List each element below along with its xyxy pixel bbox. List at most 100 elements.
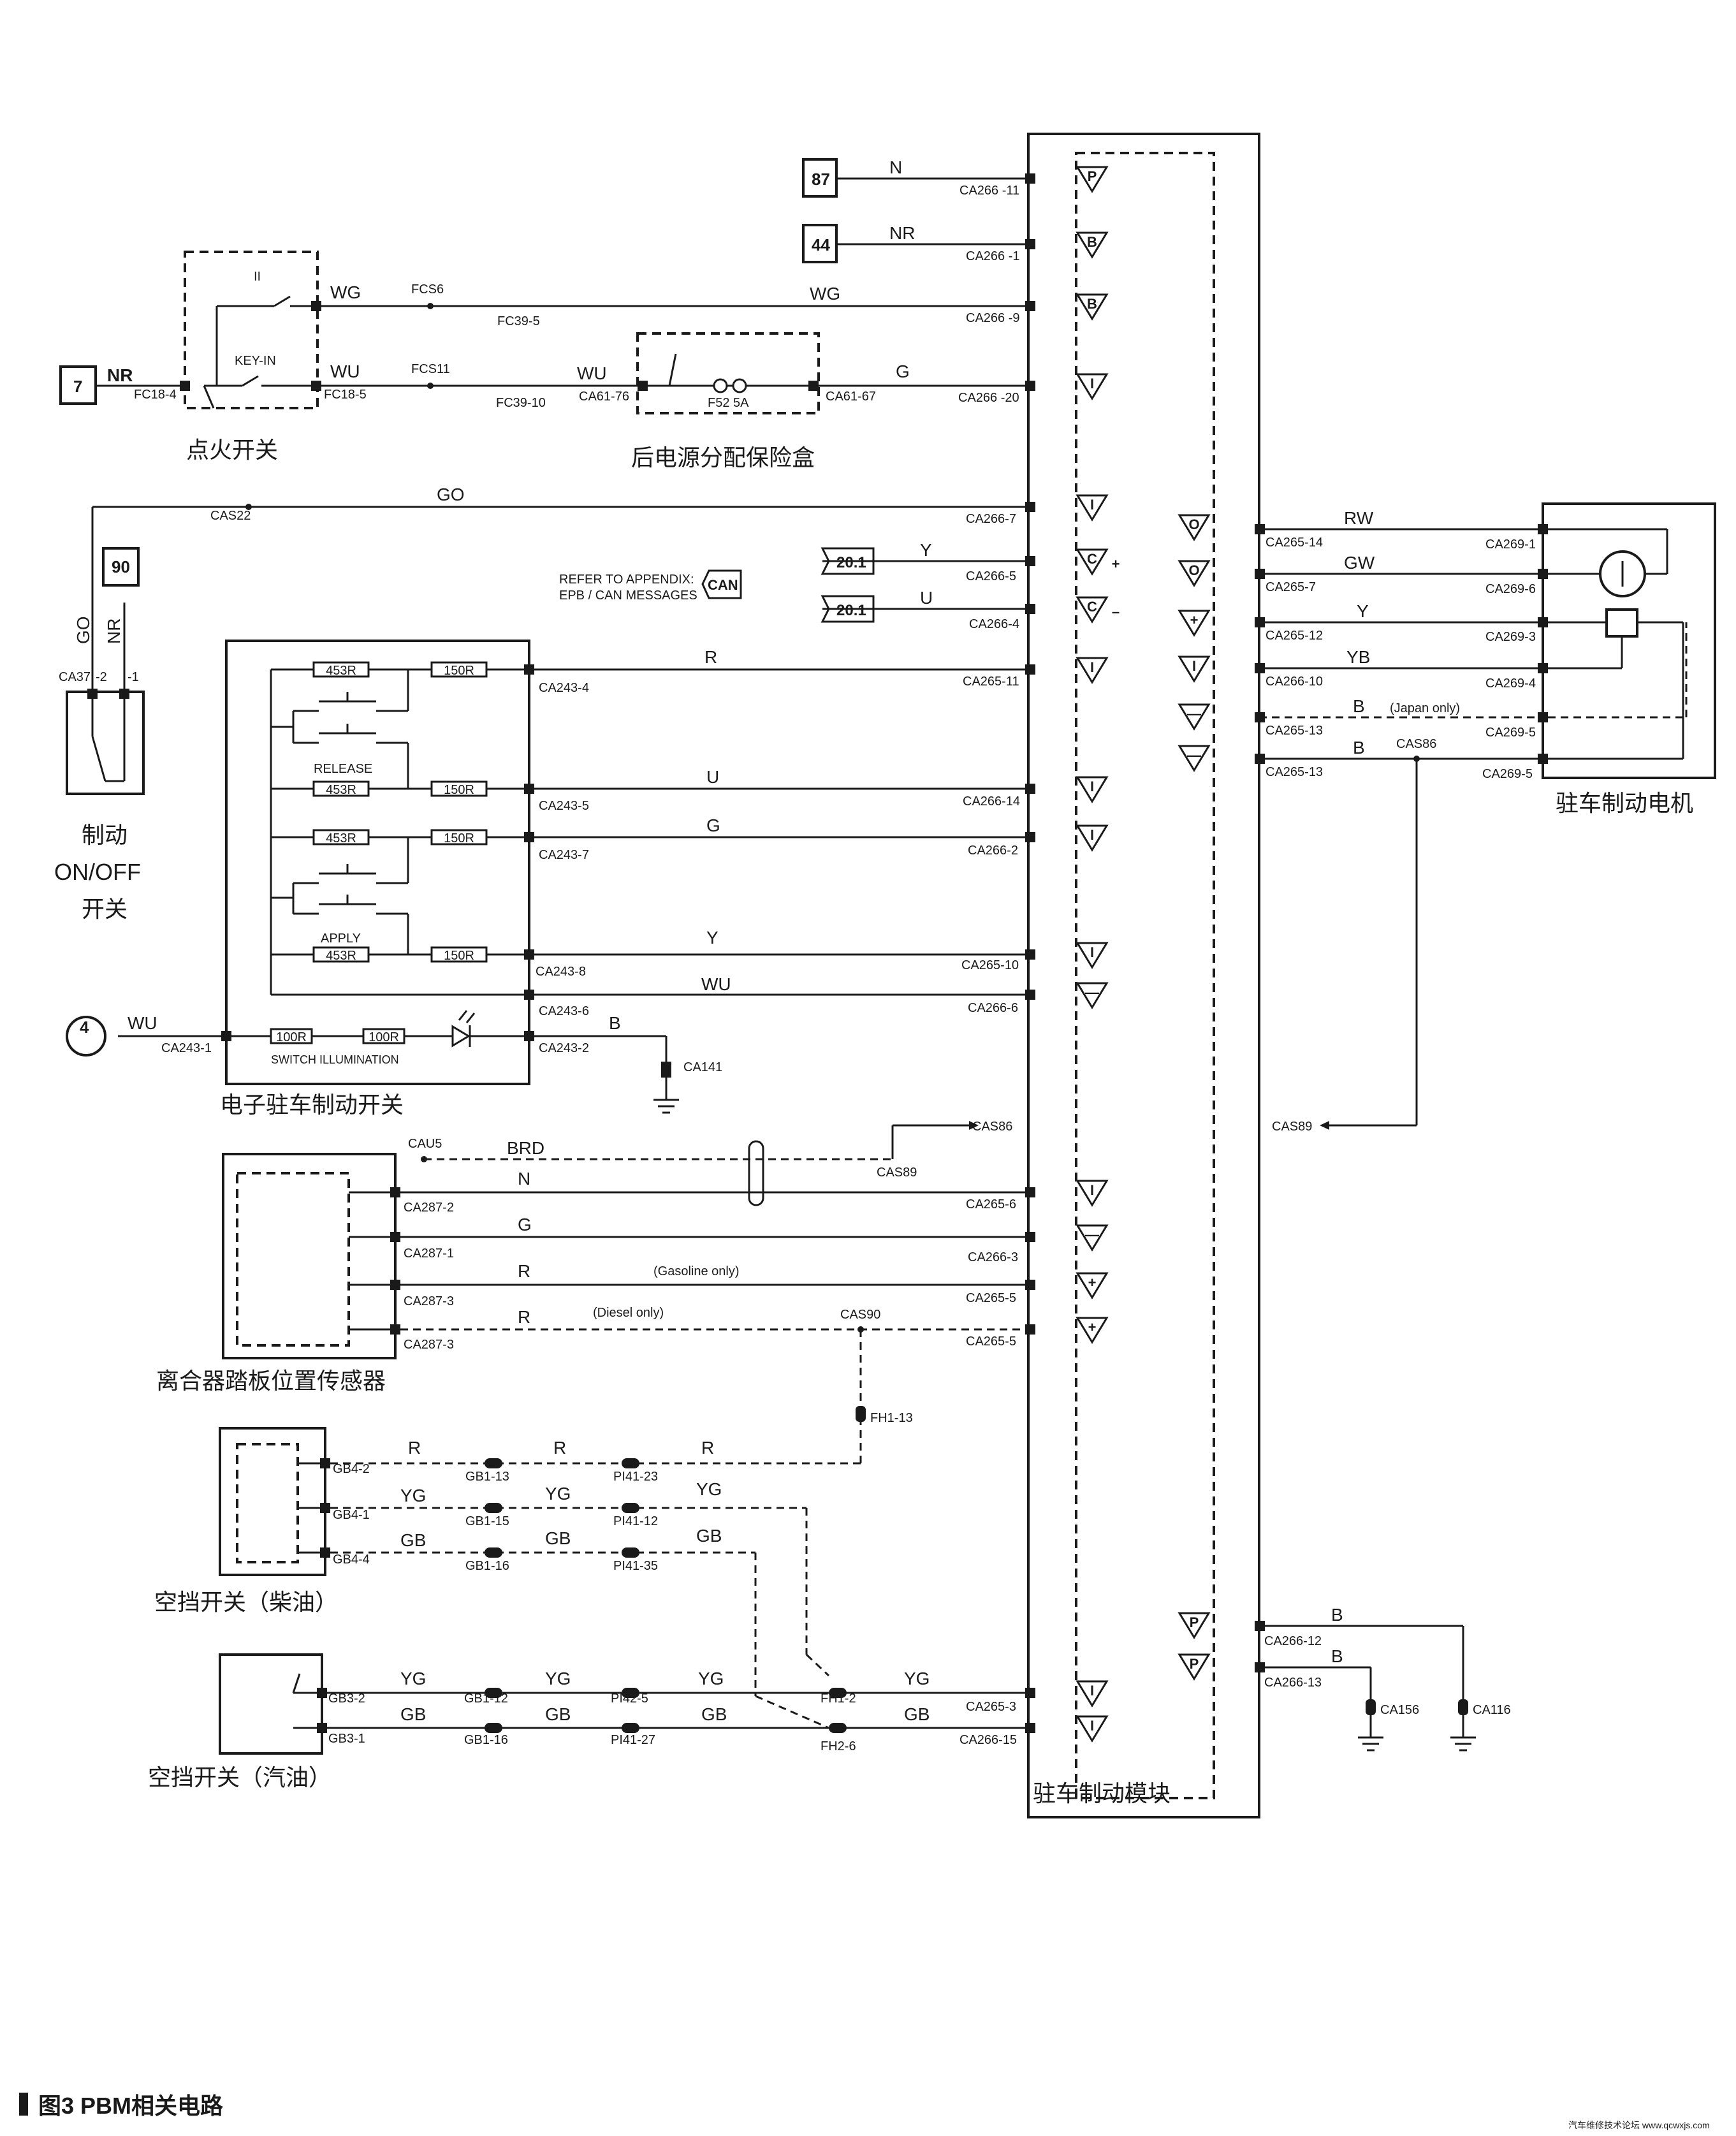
pin-type: — — [1187, 747, 1201, 763]
connector-label: CAS22 — [210, 509, 251, 523]
wire-yg: YG — [545, 1669, 571, 1688]
connector-label: CA265-10 — [961, 958, 1019, 972]
wires-diesel — [330, 1422, 862, 1729]
connector-label: CA116 — [1473, 1703, 1511, 1717]
connector-label: GB3-1 — [328, 1732, 365, 1746]
illumination-label: SWITCH ILLUMINATION — [271, 1053, 399, 1066]
connector-label: CA269-3 — [1485, 630, 1536, 644]
rear-fuse-box — [636, 332, 820, 414]
pbm-right-pins — [1178, 514, 1265, 1681]
connector-label: FC18-4 — [134, 388, 177, 402]
connector-label: CA266-13 — [1264, 1676, 1322, 1690]
pin-type: + — [1088, 1275, 1097, 1291]
ignition-switch — [180, 251, 321, 409]
pin-type: O — [1188, 562, 1199, 578]
connector-label: CA243-7 — [539, 848, 589, 862]
wire-nr: NR — [107, 365, 133, 385]
connector-label: PI41-27 — [611, 1733, 655, 1747]
connector-label: CA265-11 — [963, 675, 1019, 689]
connector-label: CA269-5 — [1482, 767, 1533, 781]
resistor-value: 453R — [326, 783, 356, 797]
connector-label: GB1-16 — [465, 1559, 509, 1573]
gasoline-note: (Gasoline only) — [653, 1264, 740, 1278]
pin-type: I — [1090, 1683, 1094, 1699]
connector-label: CA265-14 — [1266, 536, 1323, 550]
connector-label: CA266-12 — [1264, 1634, 1322, 1648]
rear-fuse-box-label: 后电源分配保险盒 — [631, 444, 815, 471]
pin-type-labels: P B B I I C + C – I I I I — I — + + I I … — [1085, 168, 1201, 1734]
refer-note: EPB / CAN MESSAGES — [559, 589, 697, 603]
wire-gw: GW — [1344, 553, 1375, 573]
notes: REFER TO APPENDIX: EPB / CAN MESSAGES II… — [235, 270, 1460, 1320]
connector-label: CA265-13 — [1266, 765, 1323, 779]
connector-label: CA266 -11 — [959, 184, 1019, 198]
connector-label: CA243-6 — [539, 1004, 589, 1018]
resistor-value: 150R — [444, 783, 474, 797]
connector-label: PI42-5 — [611, 1692, 648, 1706]
resistor-labels: 453R 150R 453R 150R 453R 150R 453R 150R … — [276, 664, 474, 1044]
pin-type: C — [1087, 599, 1097, 615]
connector-label: CA266 -1 — [966, 249, 1020, 263]
caption-block: 图3 PBM相关电路 汽车维修技术论坛 www.qcwxjs.com — [19, 2093, 1710, 2130]
wires-gasoline — [327, 1688, 1028, 1733]
neutral-switch-diesel — [219, 1427, 330, 1576]
pbm-label: 驻车制动模块 — [1033, 1780, 1171, 1806]
pin-type: — — [1187, 706, 1201, 722]
pbm-left-pins — [1025, 173, 1035, 1733]
connector-label: -1 — [128, 670, 139, 684]
connector-label: FH1-13 — [870, 1411, 913, 1425]
connector-label: CAS90 — [840, 1308, 880, 1322]
parking-brake-motor — [1538, 502, 1716, 779]
connector-label: GB1-15 — [465, 1514, 509, 1528]
connector-label: GB4-4 — [333, 1553, 370, 1567]
ignition-ii-label: II — [254, 270, 261, 284]
resistor-value: 453R — [326, 949, 356, 963]
pin-type: B — [1087, 234, 1097, 250]
japan-note: (Japan only) — [1390, 701, 1460, 715]
connector-label: CA61-67 — [826, 390, 876, 404]
refer-note: REFER TO APPENDIX: — [559, 573, 694, 587]
wire-u: U — [706, 767, 719, 787]
wire-r: R — [704, 647, 717, 667]
wire-r: R — [408, 1438, 421, 1458]
wire-wu: WU — [577, 363, 607, 383]
wire-rw: RW — [1344, 508, 1374, 528]
wire-gb: GB — [545, 1528, 571, 1548]
wire-wg: WG — [810, 284, 840, 304]
pin-type: I — [1090, 659, 1094, 675]
brake-switch — [66, 689, 145, 795]
figure-caption: 图3 PBM相关电路 — [38, 2093, 224, 2119]
motor-label: 驻车制动电机 — [1556, 790, 1693, 816]
epb-switch — [221, 640, 534, 1085]
wire-yb: YB — [1346, 647, 1370, 667]
connector-label: GB4-2 — [333, 1462, 370, 1476]
diesel-note: (Diesel only) — [593, 1306, 664, 1320]
connector-label: FH1-2 — [821, 1692, 856, 1706]
connector-label: CA266-10 — [1266, 675, 1323, 689]
wire-yg: YG — [698, 1669, 724, 1688]
connector-label: CA243-8 — [536, 965, 586, 979]
connector-label: GB1-13 — [465, 1470, 509, 1484]
wire-y: Y — [1357, 601, 1369, 621]
wire-r: R — [518, 1261, 530, 1281]
neutral-diesel-label: 空挡开关（柴油） — [154, 1589, 338, 1615]
wire-gb: GB — [545, 1704, 571, 1724]
fuse-label: F52 5A — [708, 396, 749, 410]
brake-switch-label: 开关 — [82, 896, 128, 922]
neutral-switch-gasoline — [219, 1653, 327, 1755]
wire-nr: NR — [889, 223, 915, 243]
pin-type: — — [1085, 1227, 1099, 1243]
reference-boxes — [59, 158, 905, 623]
connector-label: CA265-7 — [1266, 580, 1316, 594]
connector-label: CA243-5 — [539, 799, 589, 813]
clutch-sensor-label: 离合器踏板位置传感器 — [156, 1368, 386, 1394]
brake-switch-label: 制动 — [82, 822, 128, 848]
connector-label: CA287-1 — [404, 1247, 454, 1261]
connector-label: CA243-2 — [539, 1041, 589, 1055]
pin-type: P — [1190, 1614, 1199, 1630]
wire-b: B — [1353, 696, 1365, 716]
connector-label: CA156 — [1380, 1703, 1419, 1717]
wire-b: B — [1331, 1646, 1343, 1666]
connector-label: CA265-3 — [966, 1700, 1016, 1714]
pin-sign: + — [1112, 556, 1120, 572]
